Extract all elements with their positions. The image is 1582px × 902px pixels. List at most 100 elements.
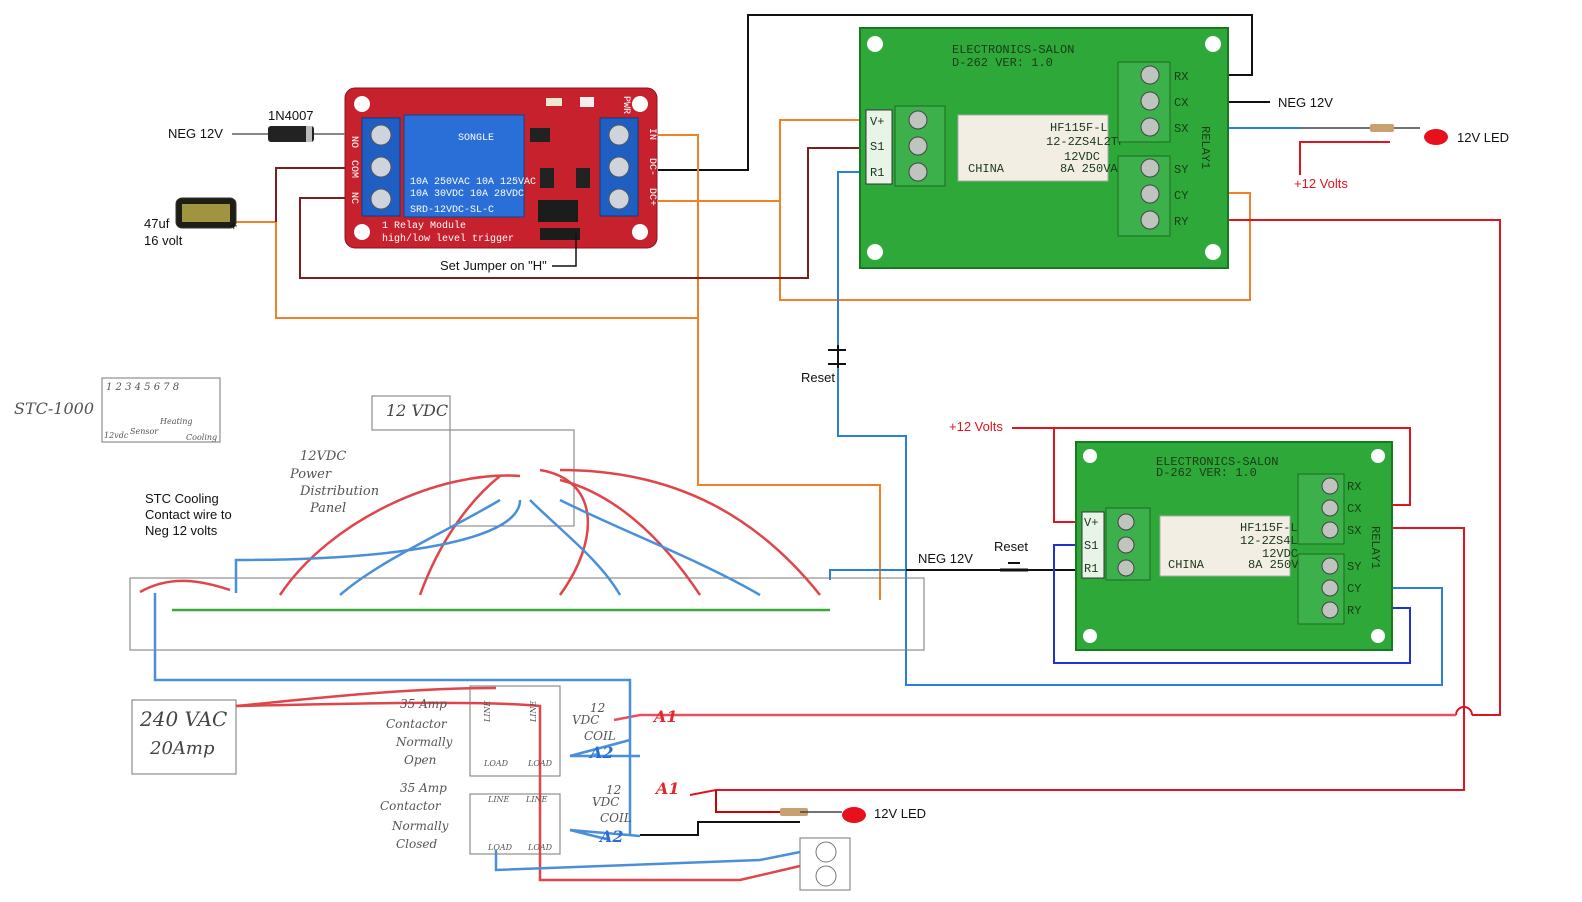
sketch-load-4: LOAD [527, 843, 553, 852]
top-term-vplus: V+ [870, 115, 884, 129]
sketch-c2-4: Closed [396, 837, 438, 851]
wire-red-ry [1190, 219, 1501, 716]
relay-rating-2: 10A 30VDC 10A 28VDC [410, 189, 524, 200]
label-cap-plus: + [230, 218, 238, 233]
sketch-stc: STC-1000 [14, 399, 94, 418]
sketch-a1-top: A1 [652, 707, 678, 726]
mid-term-rx: RX [1347, 480, 1361, 494]
mid-term-sy: SY [1347, 560, 1361, 574]
board-top-model: D-262 VER: 1.0 [952, 56, 1053, 70]
label-plus12-top: +12 Volts [1294, 176, 1348, 191]
sketch-psu: 12 VDC [386, 401, 448, 420]
pin-dcminus: DC- [646, 158, 657, 176]
mid-term-r1: R1 [1084, 562, 1098, 576]
pwr-label: PWR [620, 96, 631, 114]
reset-switch-top [828, 345, 846, 368]
mid-term-cx: CX [1347, 502, 1361, 516]
sketch-c2-2: Contactor [380, 799, 442, 813]
top-term-r1: R1 [870, 166, 884, 180]
sketch-stc-cooling: Cooling [186, 433, 217, 442]
top-term-ry: RY [1174, 215, 1188, 229]
sketch-line-2: LINE [529, 701, 538, 723]
relay-title-2: high/low level trigger [382, 233, 514, 245]
wire-brown-com [275, 167, 345, 222]
top-term-sx: SX [1174, 122, 1188, 136]
sketch-line-4: LINE [525, 795, 547, 804]
sketch-coil1-vdc: VDC [572, 713, 599, 727]
sketch-a2-bottom: A2 [598, 827, 624, 846]
top-relay-china: CHINA [968, 162, 1005, 176]
label-stc-note-1: STC Cooling [145, 491, 219, 506]
wire-orange-dcplus [658, 119, 868, 202]
sketch-pdp-3: Distribution [299, 484, 379, 499]
label-cap-volt: 16 volt [144, 233, 183, 248]
label-reset-mid: Reset [994, 539, 1028, 554]
label-plus12-mid: +12 Volts [949, 419, 1003, 434]
sketch-mains-2: 20Amp [149, 738, 215, 759]
relay-brand: SONGLE [458, 133, 494, 144]
mid-term-vplus: V+ [1084, 516, 1098, 530]
sketch-a1-bottom: A1 [654, 779, 680, 798]
sketch-c1-2: Contactor [386, 717, 448, 731]
sketch-stc-12vdc: 12vdc [104, 431, 129, 440]
top-relay-tag: RELAY1 [1198, 126, 1212, 169]
sketch-c2-3: Normally [391, 819, 449, 833]
label-neg12-right: NEG 12V [1278, 95, 1333, 110]
pin-nc: NC [348, 192, 359, 204]
wire-brown-nc [299, 147, 868, 279]
board-top: ELECTRONICS-SALON D-262 VER: 1.0 V+ S1 R… [859, 27, 1229, 269]
top-term-s1: S1 [870, 140, 884, 154]
mid-term-sx: SX [1347, 524, 1361, 538]
relay-module: SONGLE 10A 250VAC 10A 125VAC 10A 30VDC 1… [344, 87, 658, 249]
reset-switch-mid [1000, 562, 1028, 572]
sketch-c1-3: Normally [395, 735, 453, 749]
wires [236, 14, 1501, 836]
capacitor-47uf [175, 197, 237, 229]
mid-term-ry: RY [1347, 604, 1361, 618]
led-bottom [780, 807, 866, 823]
relay-rating-1: 10A 250VAC 10A 125VAC [410, 177, 536, 188]
sketch-mains-1: 240 VAC [139, 707, 227, 731]
board-mid-maker: ELECTRONICS-SALON [1156, 455, 1278, 469]
sketch-pdp-4: Panel [309, 501, 346, 516]
top-term-sy: SY [1174, 163, 1188, 177]
sketch [101, 377, 925, 891]
sketch-pdp-1: 12VDC [300, 449, 346, 464]
sketch-stc-sensor: Sensor [130, 427, 159, 436]
sketch-load-3: LOAD [487, 843, 513, 852]
wire-black-led [640, 821, 800, 836]
label-cap-value: 47uf [144, 216, 170, 231]
label-diode: 1N4007 [268, 108, 314, 123]
sketch-coil2-12: 12 [606, 783, 621, 797]
board-mid: ELECTRONICS-SALON D-262 VER: 1.0 V+ S1 R… [1075, 441, 1393, 651]
label-stc-note-2: Contact wire to [145, 507, 232, 522]
sketch-stc-nums: 1 2 3 4 5 6 7 8 [106, 382, 179, 393]
relay-model: SRD-12VDC-SL-C [410, 205, 494, 216]
label-neg12-left: NEG 12V [168, 126, 223, 141]
led-top [1300, 124, 1448, 145]
sketch-line-3: LINE [487, 795, 509, 804]
sketch-c1-1: 35 Amp [400, 697, 447, 711]
pin-in: IN [646, 128, 657, 140]
label-stc-note-3: Neg 12 volts [145, 523, 218, 538]
label-reset-top: Reset [801, 370, 835, 385]
mid-relay-amp: 8A 250VAC [1248, 558, 1313, 572]
sketch-c2-1: 35 Amp [400, 781, 447, 795]
mid-term-cy: CY [1347, 582, 1361, 596]
wire-blue-r1 [837, 171, 868, 345]
wire-red-a1-top [613, 713, 1456, 722]
sketch-coil2-vdc: VDC [592, 795, 619, 809]
label-jumper: Set Jumper on "H" [440, 258, 547, 273]
diode-1n4007 [232, 126, 345, 142]
mid-term-s1: S1 [1084, 539, 1098, 553]
pin-no: NO [348, 136, 359, 148]
sketch-coil1-12: 12 [590, 701, 605, 715]
sketch-load-1: LOAD [483, 759, 509, 768]
wire-blue-mid [905, 570, 1443, 686]
mid-relay-vdc: 12VDC [1262, 547, 1298, 561]
label-neg12-mid: NEG 12V [918, 551, 973, 566]
top-term-cy: CY [1174, 189, 1188, 203]
mid-relay-part: HF115F-L [1240, 521, 1298, 535]
wire-red-sx-mid [689, 527, 1465, 796]
